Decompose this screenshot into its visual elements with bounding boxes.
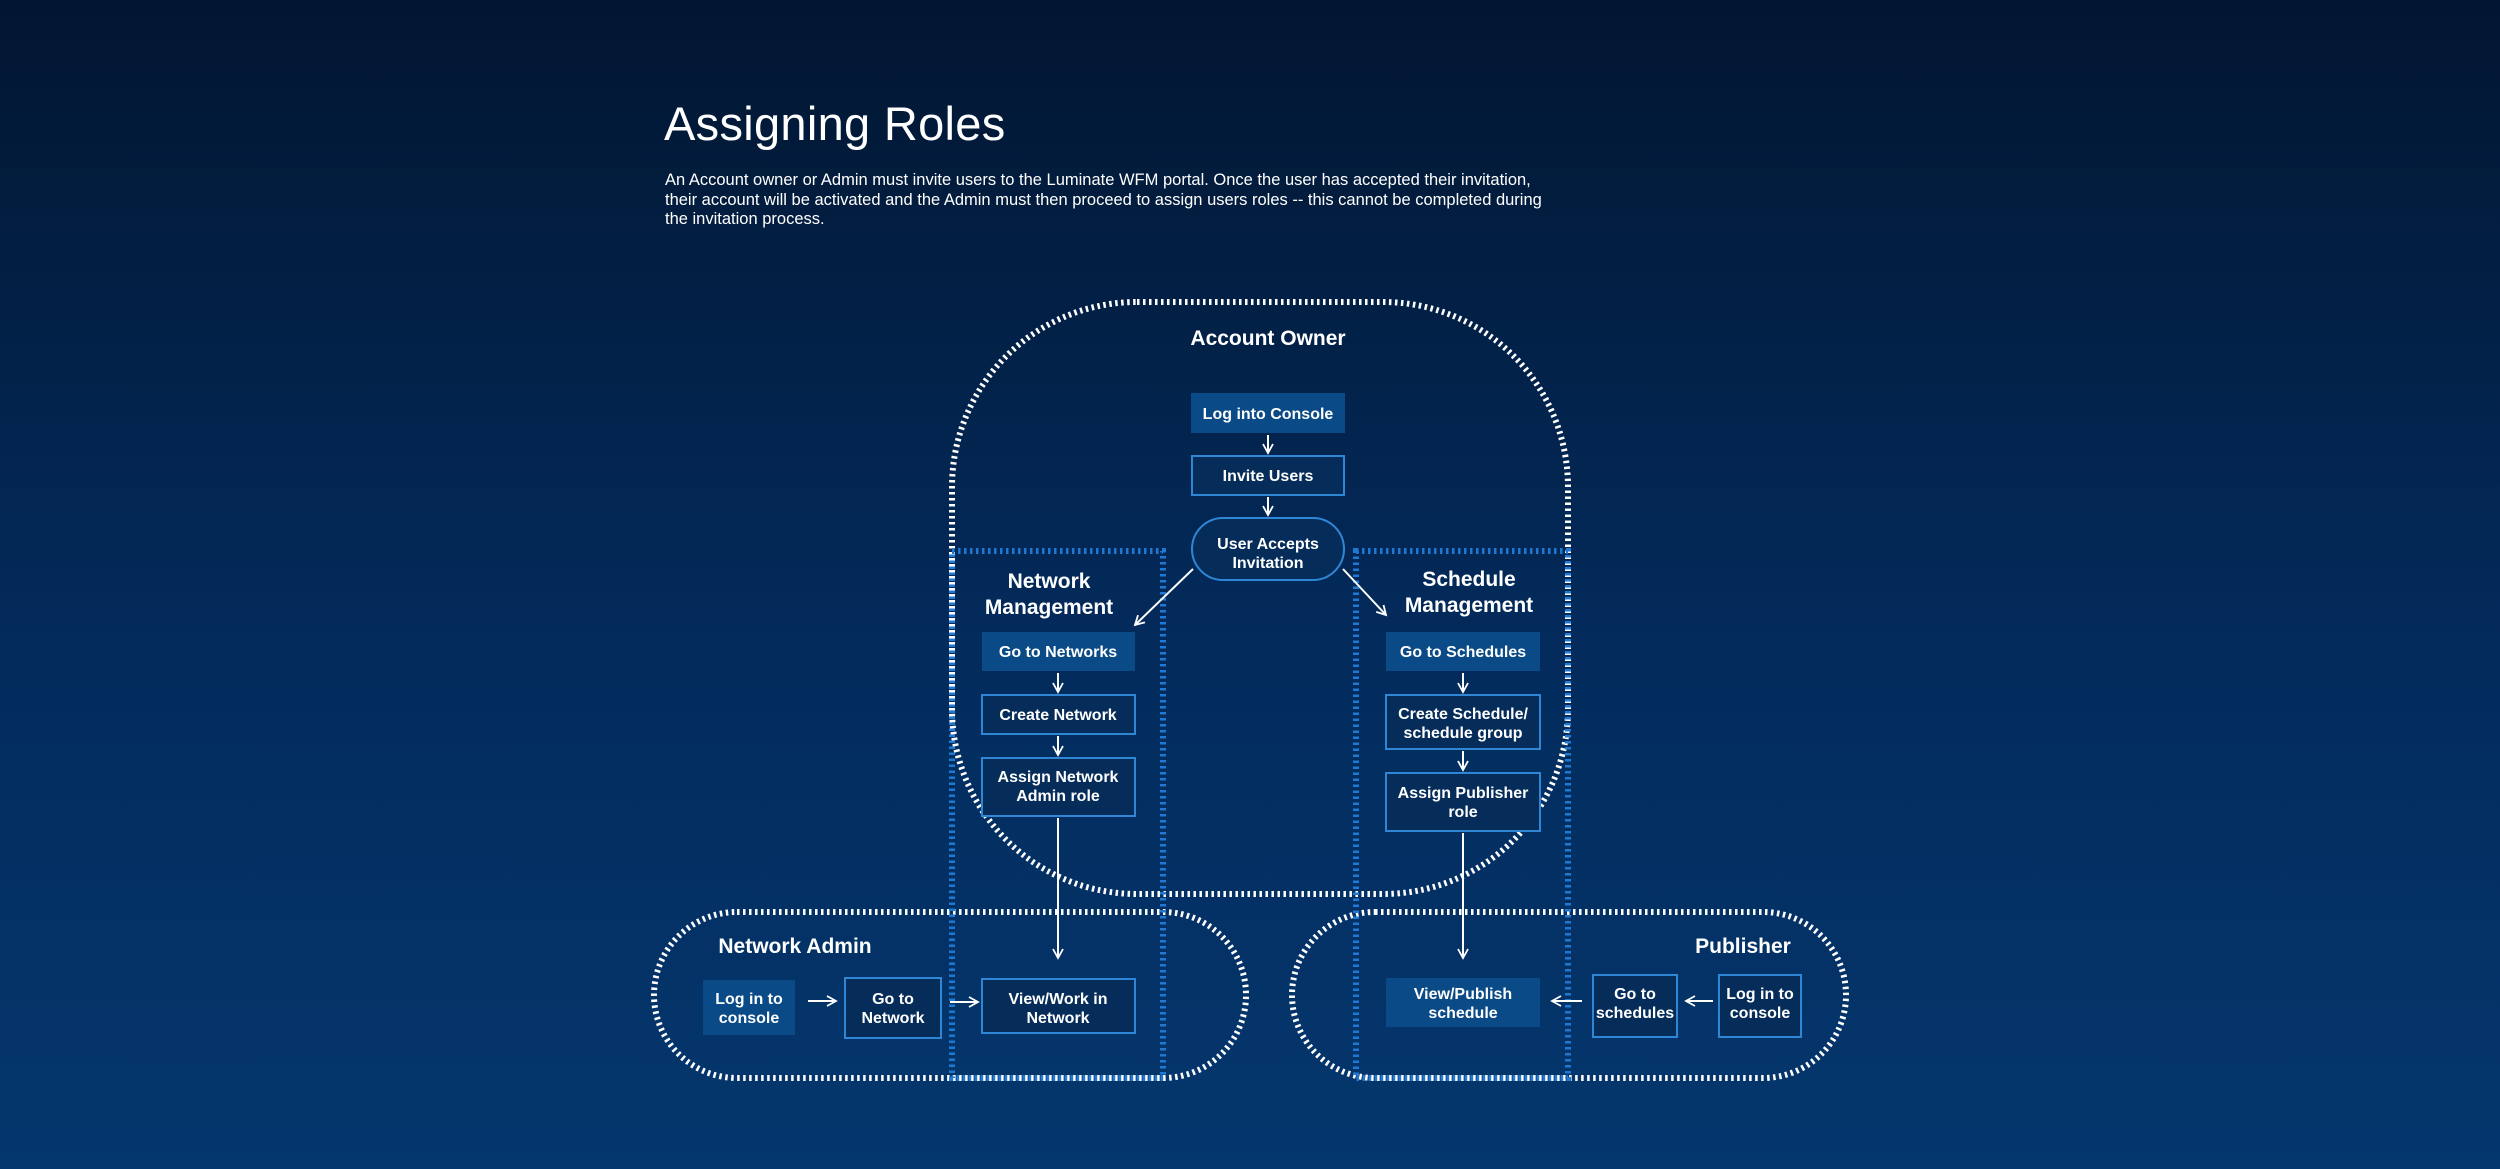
schedule-management-label-line2: Management: [1405, 594, 1533, 617]
invite-users-step: [1191, 455, 1345, 496]
create-network-label: Create Network: [999, 707, 1116, 724]
assign-network-admin-label-line1: Assign Network: [998, 769, 1119, 786]
page-description: An Account owner or Admin must invite us…: [665, 171, 1542, 228]
create-schedule-step: [1385, 694, 1541, 750]
na-go-to-network-label-line1: Go to: [872, 991, 914, 1008]
go-to-schedules-label: Go to Schedules: [1400, 644, 1526, 661]
create-schedule-label-line1: Create Schedule/: [1398, 706, 1528, 723]
na-go-to-network-step: [844, 977, 942, 1039]
view-work-label-line2: Network: [1026, 1010, 1089, 1027]
page-title: Assigning Roles: [664, 97, 1006, 150]
view-work-label-line1: View/Work in: [1009, 991, 1108, 1008]
na-log-in-label-line1: Log in to: [715, 991, 783, 1008]
log-into-console-label: Log into Console: [1203, 406, 1334, 423]
schedule-management-label-line1: Schedule: [1422, 568, 1515, 591]
network-admin-label: Network Admin: [718, 935, 871, 958]
view-publish-label-line1: View/Publish: [1414, 986, 1512, 1003]
na-go-to-network-label-line2: Network: [861, 1010, 924, 1027]
na-log-in-step: [703, 980, 795, 1035]
pub-log-in-label-line1: Log in to: [1726, 986, 1794, 1003]
pub-go-to-schedules-label-line2: schedules: [1596, 1005, 1674, 1022]
user-accepts-label-line1: User Accepts: [1217, 536, 1319, 553]
network-management-label-line1: Network: [1008, 570, 1091, 593]
schedule-management-region: [1353, 548, 1571, 1081]
create-network-step: [981, 694, 1136, 735]
view-work-network-step: [981, 978, 1136, 1034]
network-management-label-line2: Management: [985, 596, 1113, 619]
publisher-label: Publisher: [1695, 935, 1791, 958]
na-log-in-label-line2: console: [719, 1010, 780, 1027]
pub-log-in-label-line2: console: [1730, 1005, 1791, 1022]
pub-go-to-schedules-label-line1: Go to: [1614, 986, 1656, 1003]
pub-log-in-step: [1718, 974, 1802, 1038]
assign-network-admin-step: [981, 757, 1136, 817]
view-publish-label-line2: schedule: [1428, 1005, 1497, 1022]
invite-users-label: Invite Users: [1223, 468, 1314, 485]
go-to-networks-step: [982, 632, 1135, 671]
network-admin-region: [651, 909, 1249, 1081]
assign-network-admin-label-line2: Admin role: [1016, 788, 1100, 805]
assign-publisher-label-line1: Assign Publisher: [1398, 785, 1529, 802]
assign-publisher-label-line2: role: [1448, 804, 1477, 821]
view-publish-schedule-step: [1386, 978, 1540, 1027]
account-owner-region: [949, 299, 1571, 897]
user-accepts-invitation-step: [1191, 517, 1345, 581]
arrow-accepts-to-schedule-management: [1342, 568, 1388, 617]
go-to-networks-label: Go to Networks: [999, 644, 1117, 661]
account-owner-label: Account Owner: [1190, 327, 1345, 350]
network-management-region: [949, 548, 1166, 1081]
assign-publisher-step: [1385, 772, 1541, 832]
arrow-accepts-to-network-management: [1133, 568, 1194, 627]
pub-go-to-schedules-step: [1592, 974, 1678, 1038]
log-into-console-step: [1191, 393, 1345, 433]
go-to-schedules-step: [1386, 632, 1540, 671]
user-accepts-label-line2: Invitation: [1232, 555, 1303, 572]
create-schedule-label-line2: schedule group: [1403, 725, 1522, 742]
